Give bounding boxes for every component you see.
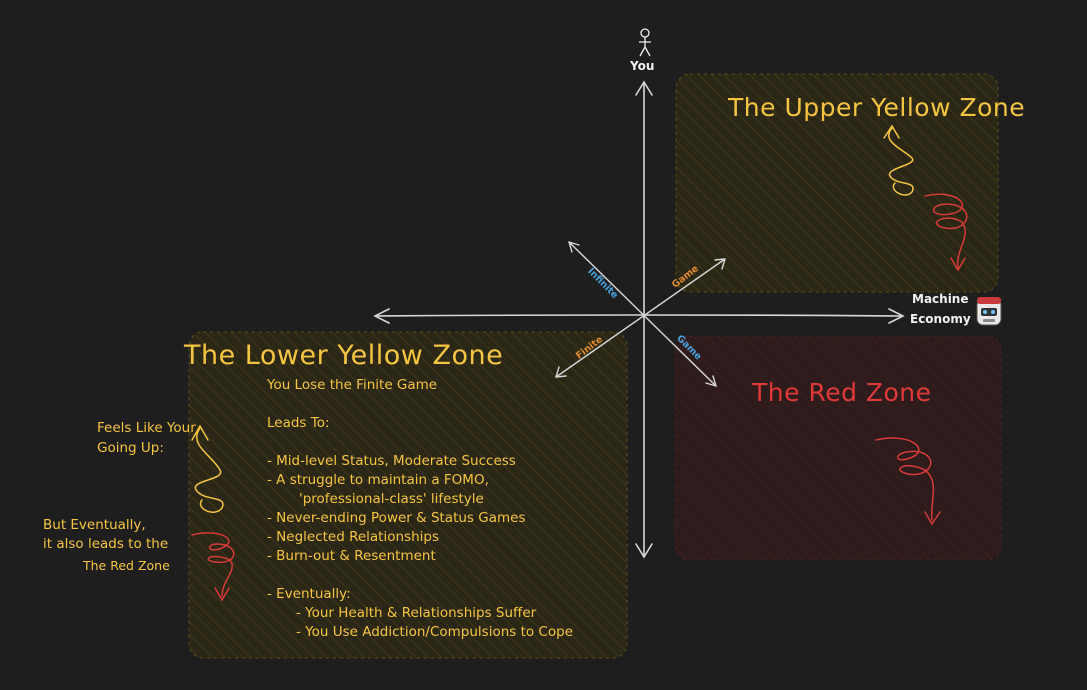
lower-zone-up-spiral [191,424,224,513]
lower-zone-line-11: - You Use Addiction/Compulsions to Cope [296,624,573,640]
lower-zone-down-spiral [191,532,235,602]
horizontal-axis [373,308,905,324]
side-note-feels-2: Going Up: [97,440,164,456]
upper-yellow-zone-box [675,73,999,293]
lower-zone-line-6: - Never-ending Power & Status Games [267,510,526,526]
lower-zone-line-9: - Eventually: [267,586,351,602]
lower-zone-line-10: - Your Health & Relationships Suffer [296,605,537,621]
lower-zone-line-7: - Neglected Relationships [267,529,439,545]
side-note-red-zone: The Red Zone [83,558,170,573]
axis-label-machine: Machine [912,292,969,306]
axis-label-economy: Economy [910,312,971,326]
lower-zone-line-5: 'professional-class' lifestyle [299,491,484,507]
lower-zone-line-2: Leads To: [267,415,330,431]
lower-zone-line-4: - A struggle to maintain a FOMO, [267,472,489,488]
lower-zone-line-3: - Mid-level Status, Moderate Success [267,453,516,469]
lower-yellow-zone-title: The Lower Yellow Zone [184,340,504,371]
diagonal-axes [555,241,726,387]
person-icon [639,28,651,57]
upper-zone-up-spiral [883,124,914,196]
side-note-eventually-1: But Eventually, [43,517,146,533]
side-note-feels-1: Feels Like Your [97,420,196,436]
lower-zone-line-1: You Lose the Finite Game [267,377,438,393]
lower-yellow-zone-box [188,331,628,659]
robot-icon [976,297,1002,326]
side-note-eventually-2: it also leads to the [43,536,169,552]
axis-label-you: You [630,59,655,73]
upper-yellow-zone-title: The Upper Yellow Zone [728,93,1026,122]
upper-zone-down-spiral [924,193,968,272]
vertical-axis [635,80,653,559]
red-zone-down-spiral [875,437,941,526]
red-zone-box [674,335,1002,561]
lower-zone-line-8: - Burn-out & Resentment [267,548,436,564]
red-zone-title: The Red Zone [752,378,932,407]
